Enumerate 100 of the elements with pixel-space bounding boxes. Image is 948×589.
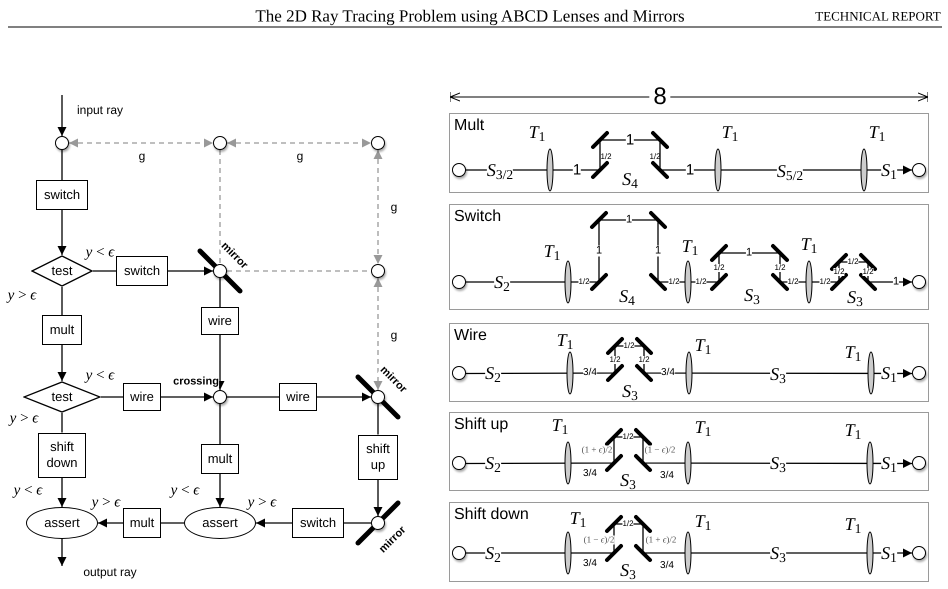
distance-label: (1 − ϵ)/2 [644,446,676,454]
distance-label: 1/2 [774,264,786,272]
arrow [58,345,66,381]
process-box: wire [201,307,239,335]
distance-label: 1 [626,132,634,148]
math-symbol: S$_{4}$ [622,170,638,188]
connector-line [377,404,379,434]
process-box: shift down [38,432,86,478]
edge-label: y > ϵ [8,288,36,304]
distance-label: 1/2 [833,268,845,276]
distance-label: 1/2 [622,433,634,441]
math-symbol: S$_{2}$ [485,454,501,472]
math-symbol: S$_{3}$ [770,454,786,472]
math-symbol: T$_{1}$ [694,512,712,530]
arrow [466,436,912,468]
component-panel [449,412,929,491]
distance-label: 3/4 [661,368,675,378]
distance-label: 1/2 [578,278,590,286]
process-box: switch [116,256,168,286]
distance-label: 1/2 [819,278,831,286]
page-header: The 2D Ray Tracing Problem using ABCD Lenses and Mirrors [255,8,685,24]
distance-label: 1/2 [713,264,725,272]
arrow [98,518,123,528]
math-symbol: S$_{2}$ [485,544,501,562]
math-symbol: S$_{2}$ [494,273,510,291]
distance-label: 1/2 [600,153,612,161]
connector-line [61,150,63,180]
process-box: switch [36,180,88,210]
distance-label: 1 [596,246,602,256]
connector-line [93,270,116,272]
arrow [466,219,912,286]
distance-label: (1 + ϵ)/2 [582,446,612,454]
distance-label: 1/2 [695,278,707,286]
distance-label: 1/2 [787,278,799,286]
math-symbol: T$_{1}$ [844,343,862,361]
component-panel [449,502,929,582]
math-symbol: T$_{1}$ [694,336,712,354]
connector-line [161,522,184,524]
distance-label: 1/2 [609,356,621,364]
distance-label: 1/2 [668,278,680,286]
process-box: switch [292,508,344,538]
math-symbol: T$_{1}$ [528,123,546,141]
distance-label: 1 [572,162,582,178]
edge-label: g [138,150,146,162]
math-symbol: S$_{3}$ [620,561,636,579]
math-symbol: T$_{1}$ [844,515,862,533]
arrow [466,523,912,558]
math-symbol: S$_{1}$ [881,454,897,472]
distance-label: 1/2 [622,520,634,528]
process-box: mult [42,315,82,345]
math-symbol: S$_{4}$ [619,287,635,305]
panel-heading: Switch [454,207,502,227]
connector-line [219,150,221,264]
edge-label: y < ϵ [86,368,114,384]
process-box: wire [279,383,317,411]
arrow [58,95,66,136]
math-symbol: S$_{1}$ [881,364,897,382]
distance-label: 1/2 [638,356,650,364]
annotation: output ray [83,566,137,578]
connector-line [101,396,123,398]
math-symbol: T$_{1}$ [800,235,818,253]
arrow [58,478,66,507]
connector-line [61,413,63,432]
component-label: crossing [173,376,219,388]
distance-label: 1 [892,276,900,288]
dashed-arrow [227,138,371,148]
arrow [256,518,292,528]
math-symbol: T$_{1}$ [844,421,862,439]
distance-label: 1 [654,246,662,256]
panel-heading: Wire [454,326,487,346]
edge-label: g [390,329,398,341]
distance-label: 1 [746,248,752,258]
edge-label: y < ϵ [14,484,42,498]
component-panel [449,113,929,193]
arrow [168,266,213,276]
math-symbol: S$_{3}$ [744,286,760,304]
math-symbol: T$_{1}$ [694,418,712,436]
process-box: wire [123,383,161,411]
distance-label: 1/2 [623,342,635,350]
distance-label: 1 [626,214,632,226]
math-symbol: T$_{1}$ [552,416,568,434]
math-symbol: S$_{2}$ [485,364,501,382]
math-symbol: S$_{3}$ [622,382,638,400]
math-symbol: S$_{3}$ [770,544,786,562]
panel-heading: Mult [454,116,484,136]
connector-line [61,287,63,315]
math-symbol: T$_{1}$ [722,123,738,141]
process-box: mult [201,444,239,474]
process-box: shift up [358,434,398,480]
distance-label: 1/2 [847,258,859,266]
distance-label: (1 − ϵ)/2 [584,536,614,544]
panel-heading: Shift up [454,415,508,435]
distance-label: (1 + ϵ)/2 [646,536,676,544]
arrow [58,210,66,255]
arrow [317,392,371,402]
edge-label: g [390,201,398,213]
edge-label: y < ϵ [170,484,200,498]
math-symbol: S$_{3}$ [847,288,863,306]
connector-line [227,396,279,398]
math-symbol: T$_{1}$ [556,331,574,349]
